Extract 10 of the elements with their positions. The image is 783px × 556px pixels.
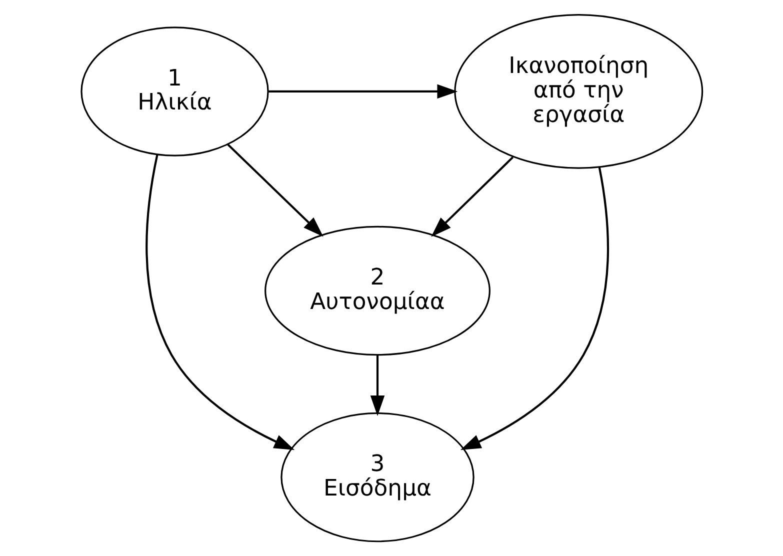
arrow — [370, 354, 384, 416]
arrow — [268, 84, 458, 99]
node-ellipse: 1 Ηλικία — [80, 26, 268, 156]
node-ellipse: 2 Αυτονομίαα — [264, 226, 490, 356]
node-ellipse: 3 Εισόδημα — [280, 412, 474, 542]
arrow — [430, 156, 514, 237]
arrow — [226, 144, 323, 237]
arrow — [460, 167, 608, 450]
arrow — [145, 154, 294, 450]
node-ellipse: Ικανοποίηση από την εργασία — [454, 14, 703, 169]
